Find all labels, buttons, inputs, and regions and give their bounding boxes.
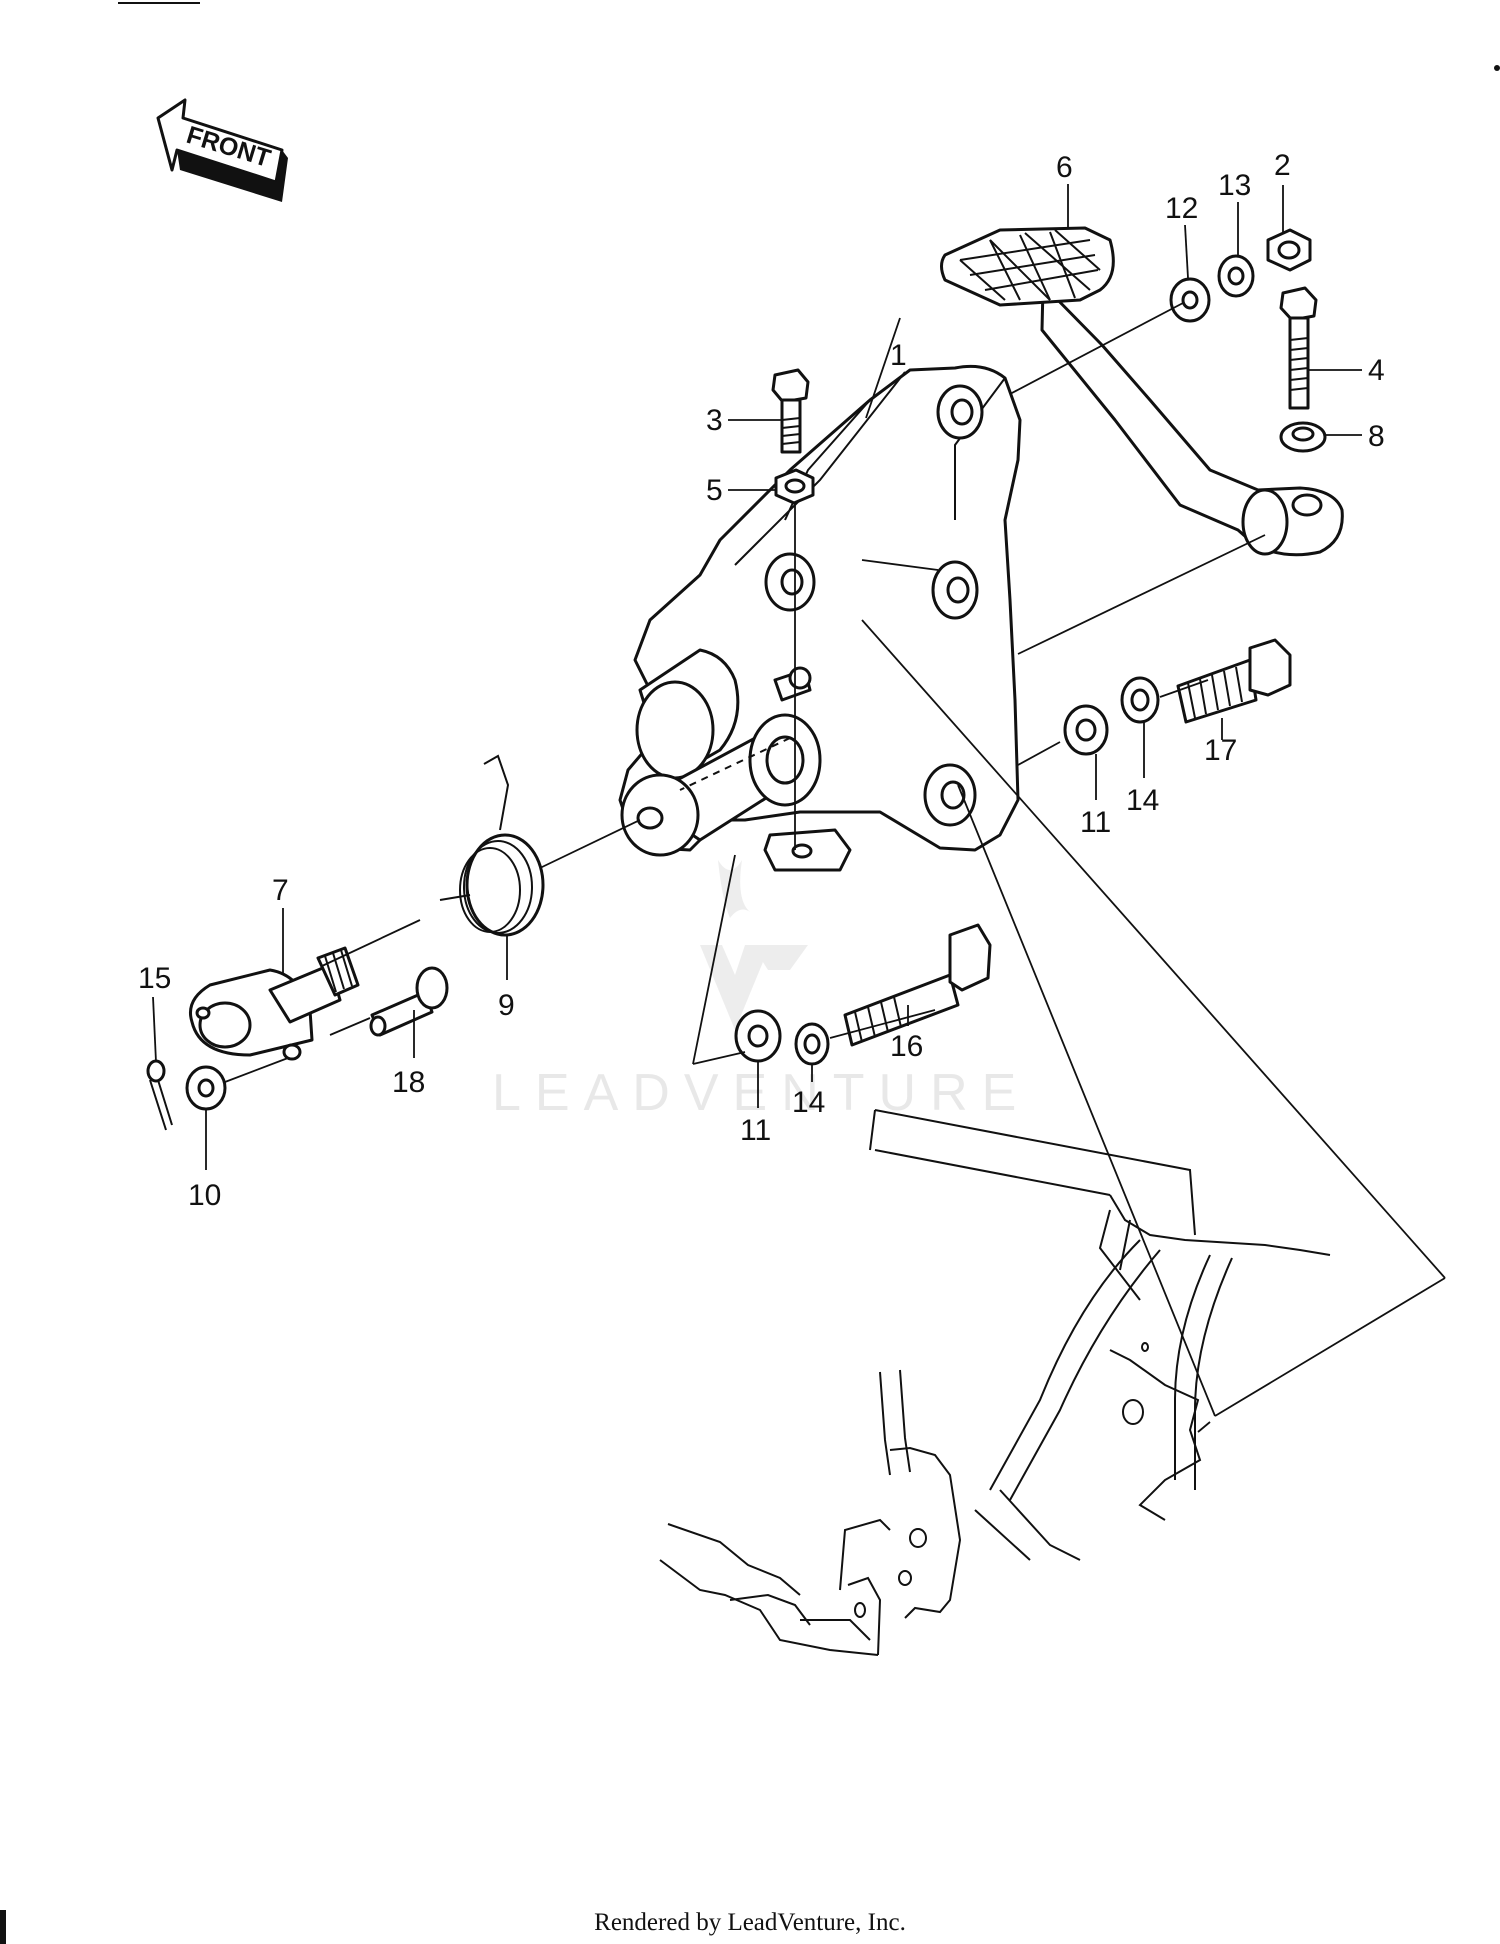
clevis-pin-18 [369,966,449,1037]
callout-4: 4 [1368,354,1385,387]
footer-credit: Rendered by LeadVenture, Inc. [594,1909,906,1936]
callout-8: 8 [1368,420,1385,453]
pivot-shaft-7 [189,946,360,1061]
leader-lines [152,184,1446,1433]
washer-11-lower [734,1009,782,1063]
edge-dot [1494,65,1500,71]
callout-11-upper: 11 [1080,806,1111,839]
watermark-text: LEADVENTURE [492,1064,1030,1122]
callout-6: 6 [1056,151,1073,184]
cotter-pin-15 [146,1059,173,1131]
washer-12 [1169,277,1211,323]
lock-washer-14-lower [794,1022,830,1066]
callout-15: 15 [138,962,171,995]
brake-pedal-bracket [618,364,1022,872]
callout-14-lower: 14 [792,1086,825,1119]
bolt-17 [1176,638,1292,724]
bolt-3 [771,368,810,454]
lock-washer-8 [1279,421,1327,453]
callout-2: 2 [1274,149,1291,182]
nut-2 [1266,228,1312,272]
edge-bar [0,1910,6,1944]
spring-washer-13 [1217,254,1255,298]
callout-7: 7 [272,874,289,907]
callout-12: 12 [1165,192,1198,225]
brake-pedal [940,226,1344,557]
callout-1: 1 [890,339,907,372]
front-direction-arrow: FRONT [156,98,288,202]
callout-18: 18 [392,1066,425,1099]
return-spring-9 [439,754,545,937]
washer-11-upper [1063,704,1109,756]
callout-14-upper: 14 [1126,784,1159,817]
callout-5: 5 [706,474,723,507]
callout-9: 9 [498,989,515,1022]
callout-3: 3 [706,404,723,437]
callout-11-lower: 11 [740,1114,771,1147]
bolt-4 [1279,286,1318,410]
lock-washer-14-upper [1120,676,1160,724]
callout-13: 13 [1218,169,1251,202]
watermark: LEADVENTURE [492,860,1030,1122]
nut-5 [774,468,815,505]
bolt-16 [843,923,992,1047]
callout-17: 17 [1204,734,1237,767]
frame-section [659,1109,1331,1656]
washer-10 [185,1065,227,1111]
callouts: 1 2 3 4 5 6 7 8 9 10 11 12 13 14 15 16 1… [138,149,1385,1212]
callout-10: 10 [188,1179,221,1212]
callout-16: 16 [890,1030,923,1063]
